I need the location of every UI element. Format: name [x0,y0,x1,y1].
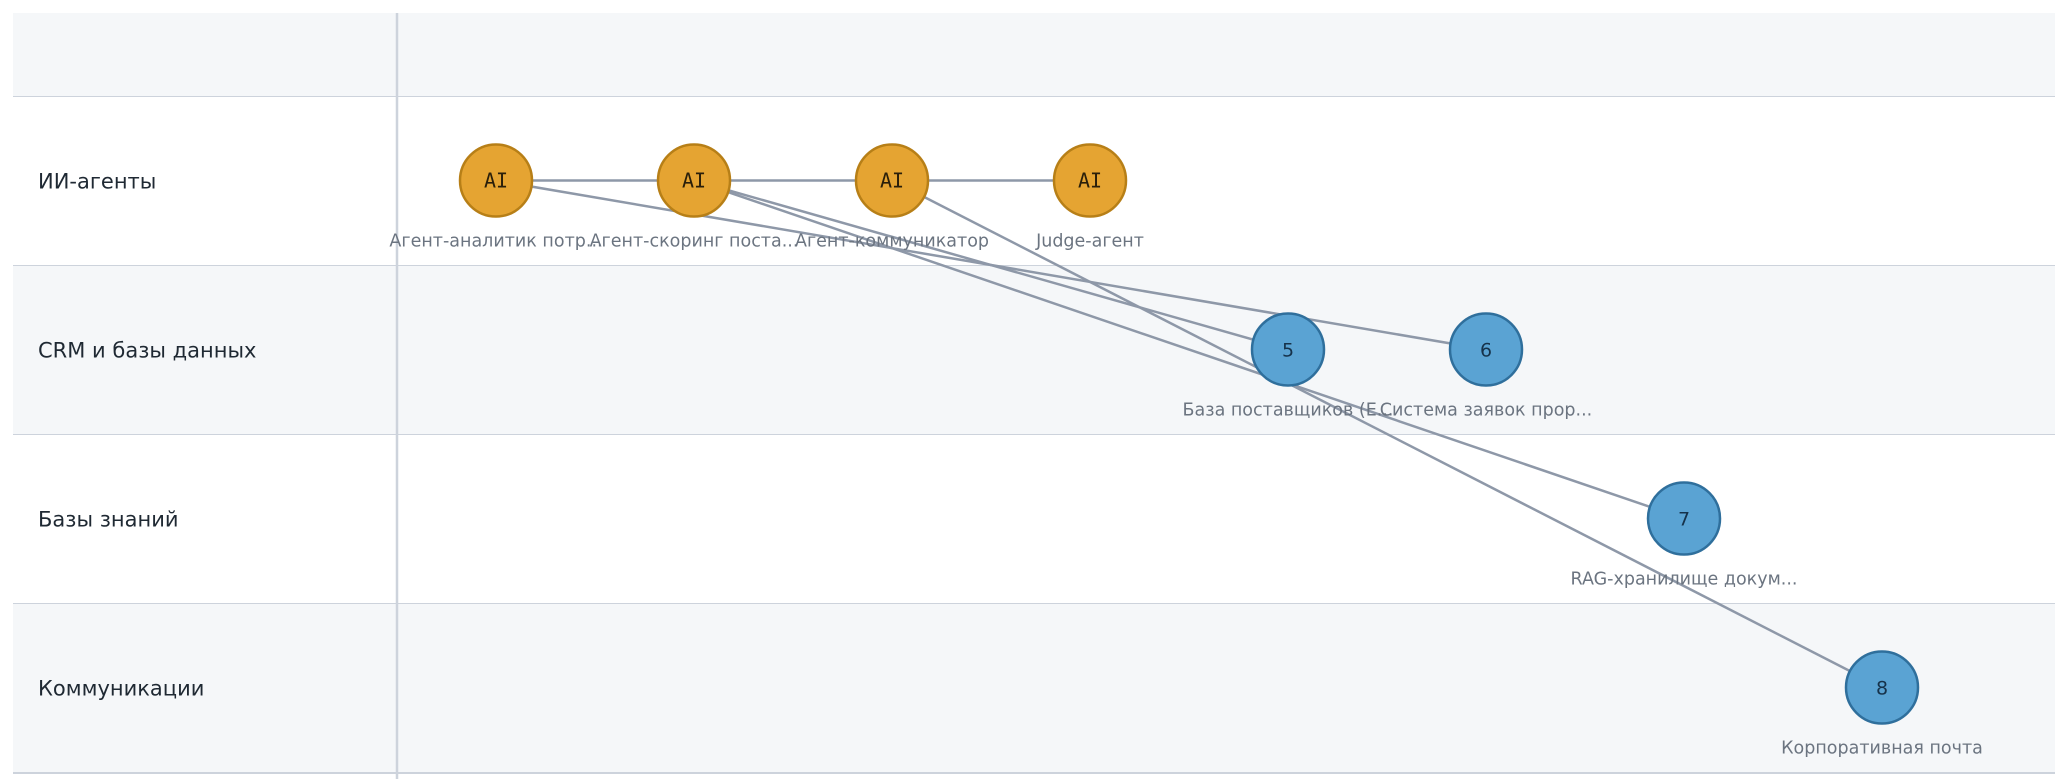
ai-agent-node-circle[interactable] [854,143,930,218]
lane-background [13,13,2055,97]
lane-label: Базы знаний [38,508,179,532]
lane-comm: Коммуникации [13,604,2055,774]
node-label: RAG-хранилище докум... [1571,570,1798,590]
node-n3[interactable]: AI Агент-коммуникатор [795,143,989,252]
node-badge-text: 8 [1876,678,1888,700]
node-badge-text: AI [484,169,508,193]
node-n4[interactable]: AI Judge-агент [1035,143,1144,252]
edge-n3-n8 [891,179,1883,689]
node-badge-text: 7 [1678,509,1690,531]
system-node-circle[interactable] [1646,481,1722,556]
lane-crm: CRM и базы данных [13,266,2055,436]
node-n2[interactable]: AI Агент-скоринг поста... [590,143,799,252]
system-node-circle[interactable] [1844,650,1920,725]
lane-background [13,604,2055,773]
ai-agent-node-circle[interactable] [458,143,534,218]
node-badge-text: AI [880,169,904,193]
system-node-circle[interactable] [1250,312,1326,387]
node-label: Корпоративная почта [1781,739,1983,759]
node-n1[interactable]: AI Агент-аналитик потр... [389,143,603,252]
node-label: Judge-агент [1035,232,1144,252]
node-label: Система заявок прор... [1380,401,1592,421]
node-badge-text: AI [1078,169,1102,193]
edge-n2-n7 [693,179,1685,520]
node-label: Агент-коммуникатор [795,232,989,252]
nodes-layer: AI Агент-аналитик потр... AI Агент-скоринг … [389,143,1983,759]
node-badge-text: 6 [1480,340,1492,362]
system-node-circle[interactable] [1448,312,1524,387]
ai-agent-node-circle[interactable] [656,143,732,218]
lane-header [13,13,2055,98]
edges-layer [495,179,1883,689]
lane-label: ИИ-агенты [38,170,156,194]
lane-label: Коммуникации [38,677,204,701]
edge-n2-n5 [693,179,1289,351]
node-badge-text: 5 [1282,340,1294,362]
node-badge-text: AI [682,169,706,193]
ai-agent-node-circle[interactable] [1052,143,1128,218]
node-label: Агент-аналитик потр... [389,232,602,252]
lane-label: CRM и базы данных [38,339,256,363]
node-label: База поставщиков (E... [1183,401,1394,421]
lane-background [13,266,2055,435]
node-label: Агент-скоринг поста... [590,232,799,252]
